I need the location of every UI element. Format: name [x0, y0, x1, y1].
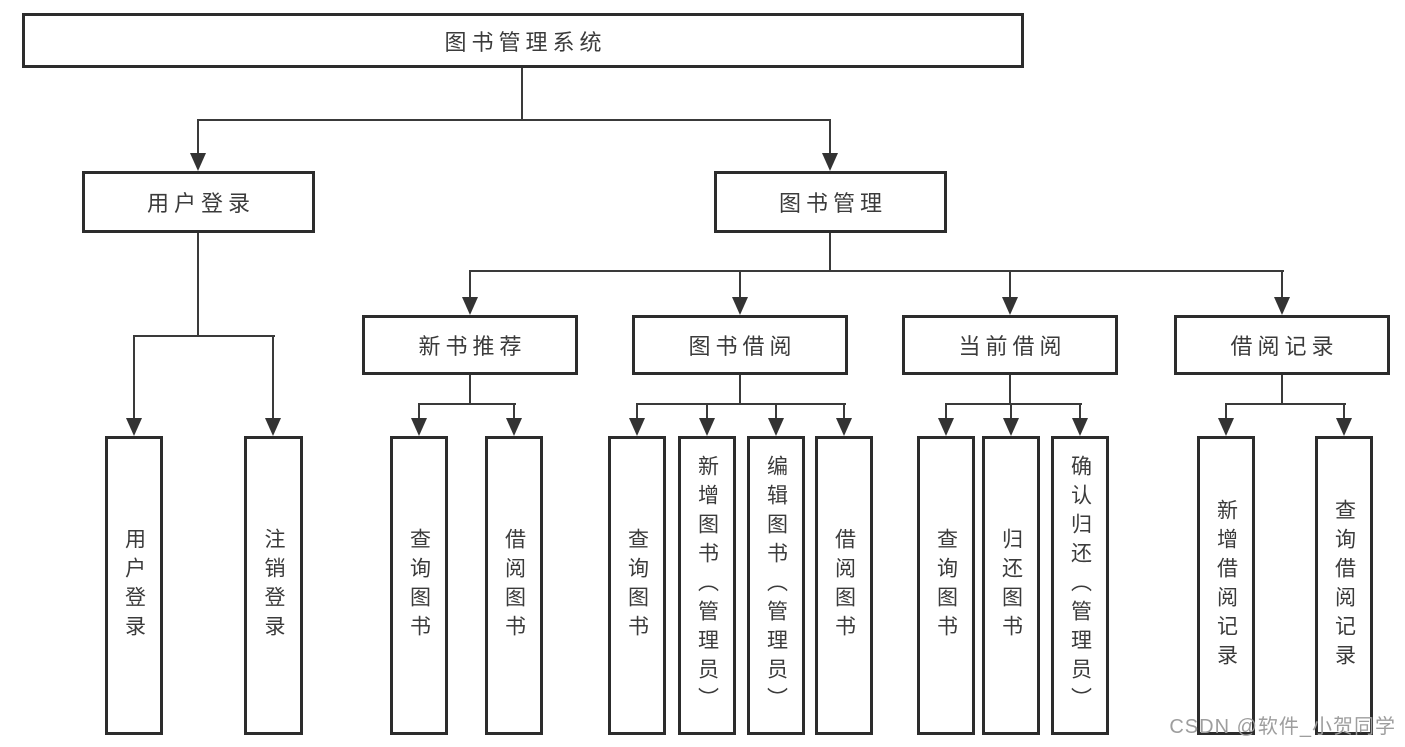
- leaf-confirm-return-admin: 确认归还（管理员）: [1051, 436, 1109, 735]
- connector-drop: [1009, 271, 1011, 297]
- connector-drop: [469, 271, 471, 297]
- leaf-add-borrow-record: 新增借阅记录: [1197, 436, 1255, 735]
- arrowhead-down-icon: [1218, 418, 1234, 436]
- arrowhead-down-icon: [506, 418, 522, 436]
- connector-drop: [1343, 404, 1345, 418]
- arrowhead-down-icon: [265, 418, 281, 436]
- connector-drop: [1281, 271, 1283, 297]
- connector-drop: [829, 120, 831, 153]
- connector-bar: [636, 403, 846, 405]
- leaf-edit-book-admin: 编辑图书（管理员）: [747, 436, 805, 735]
- connector-drop: [418, 404, 420, 418]
- node-user-login: 用户登录: [82, 171, 315, 233]
- arrowhead-down-icon: [1072, 418, 1088, 436]
- arrowhead-down-icon: [629, 418, 645, 436]
- leaf-query-books-borrowing: 查询图书: [608, 436, 666, 735]
- node-book-management: 图书管理: [714, 171, 947, 233]
- watermark: CSDN @软件_小贺同学: [1169, 716, 1396, 738]
- connector-book-management-stem: [829, 233, 831, 271]
- leaf-borrow-books-recommend: 借阅图书: [485, 436, 543, 735]
- arrowhead-down-icon: [836, 418, 852, 436]
- connector-drop: [1225, 404, 1227, 418]
- connector-drop: [843, 404, 845, 418]
- arrowhead-down-icon: [1002, 297, 1018, 315]
- arrowhead-down-icon: [699, 418, 715, 436]
- arrowhead-down-icon: [732, 297, 748, 315]
- connector-bar: [1225, 403, 1346, 405]
- arrowhead-down-icon: [462, 297, 478, 315]
- leaf-query-books-recommend: 查询图书: [390, 436, 448, 735]
- leaf-logout: 注销登录: [244, 436, 303, 735]
- leaf-user-login: 用户登录: [105, 436, 163, 735]
- connector-drop: [636, 404, 638, 418]
- connector-user-login-stem: [197, 233, 199, 336]
- connector-root-stem: [521, 68, 523, 120]
- arrowhead-down-icon: [411, 418, 427, 436]
- connector-stem: [1281, 375, 1283, 404]
- connector-drop: [775, 404, 777, 418]
- arrowhead-down-icon: [1003, 418, 1019, 436]
- leaf-return-books: 归还图书: [982, 436, 1040, 735]
- arrowhead-down-icon: [126, 418, 142, 436]
- leaf-query-books-current: 查询图书: [917, 436, 975, 735]
- connector-stem: [739, 375, 741, 404]
- arrowhead-down-icon: [822, 153, 838, 171]
- node-new-book-recommendation: 新书推荐: [362, 315, 578, 375]
- connector-drop: [513, 404, 515, 418]
- connector-drop: [133, 336, 135, 418]
- arrowhead-down-icon: [1274, 297, 1290, 315]
- connector-drop: [739, 271, 741, 297]
- connector-drop: [197, 120, 199, 153]
- connector-drop: [945, 404, 947, 418]
- leaf-add-book-admin: 新增图书（管理员）: [678, 436, 736, 735]
- connector-drop: [706, 404, 708, 418]
- connector-user-login-bar: [133, 335, 275, 337]
- arrowhead-down-icon: [190, 153, 206, 171]
- node-current-borrowing: 当前借阅: [902, 315, 1118, 375]
- connector-stem: [1009, 375, 1011, 404]
- connector-level1-bar: [197, 119, 831, 121]
- connector-level2-bar: [469, 270, 1284, 272]
- connector-bar: [945, 403, 1082, 405]
- arrowhead-down-icon: [938, 418, 954, 436]
- connector-drop: [272, 336, 274, 418]
- connector-bar: [418, 403, 516, 405]
- connector-drop: [1010, 404, 1012, 418]
- connector-drop: [1079, 404, 1081, 418]
- leaf-borrow-books: 借阅图书: [815, 436, 873, 735]
- node-library-management-system: 图书管理系统: [22, 13, 1024, 68]
- connector-stem: [469, 375, 471, 404]
- arrowhead-down-icon: [1336, 418, 1352, 436]
- node-borrowing-records: 借阅记录: [1174, 315, 1390, 375]
- arrowhead-down-icon: [768, 418, 784, 436]
- leaf-query-borrow-record: 查询借阅记录: [1315, 436, 1373, 735]
- node-book-borrowing: 图书借阅: [632, 315, 848, 375]
